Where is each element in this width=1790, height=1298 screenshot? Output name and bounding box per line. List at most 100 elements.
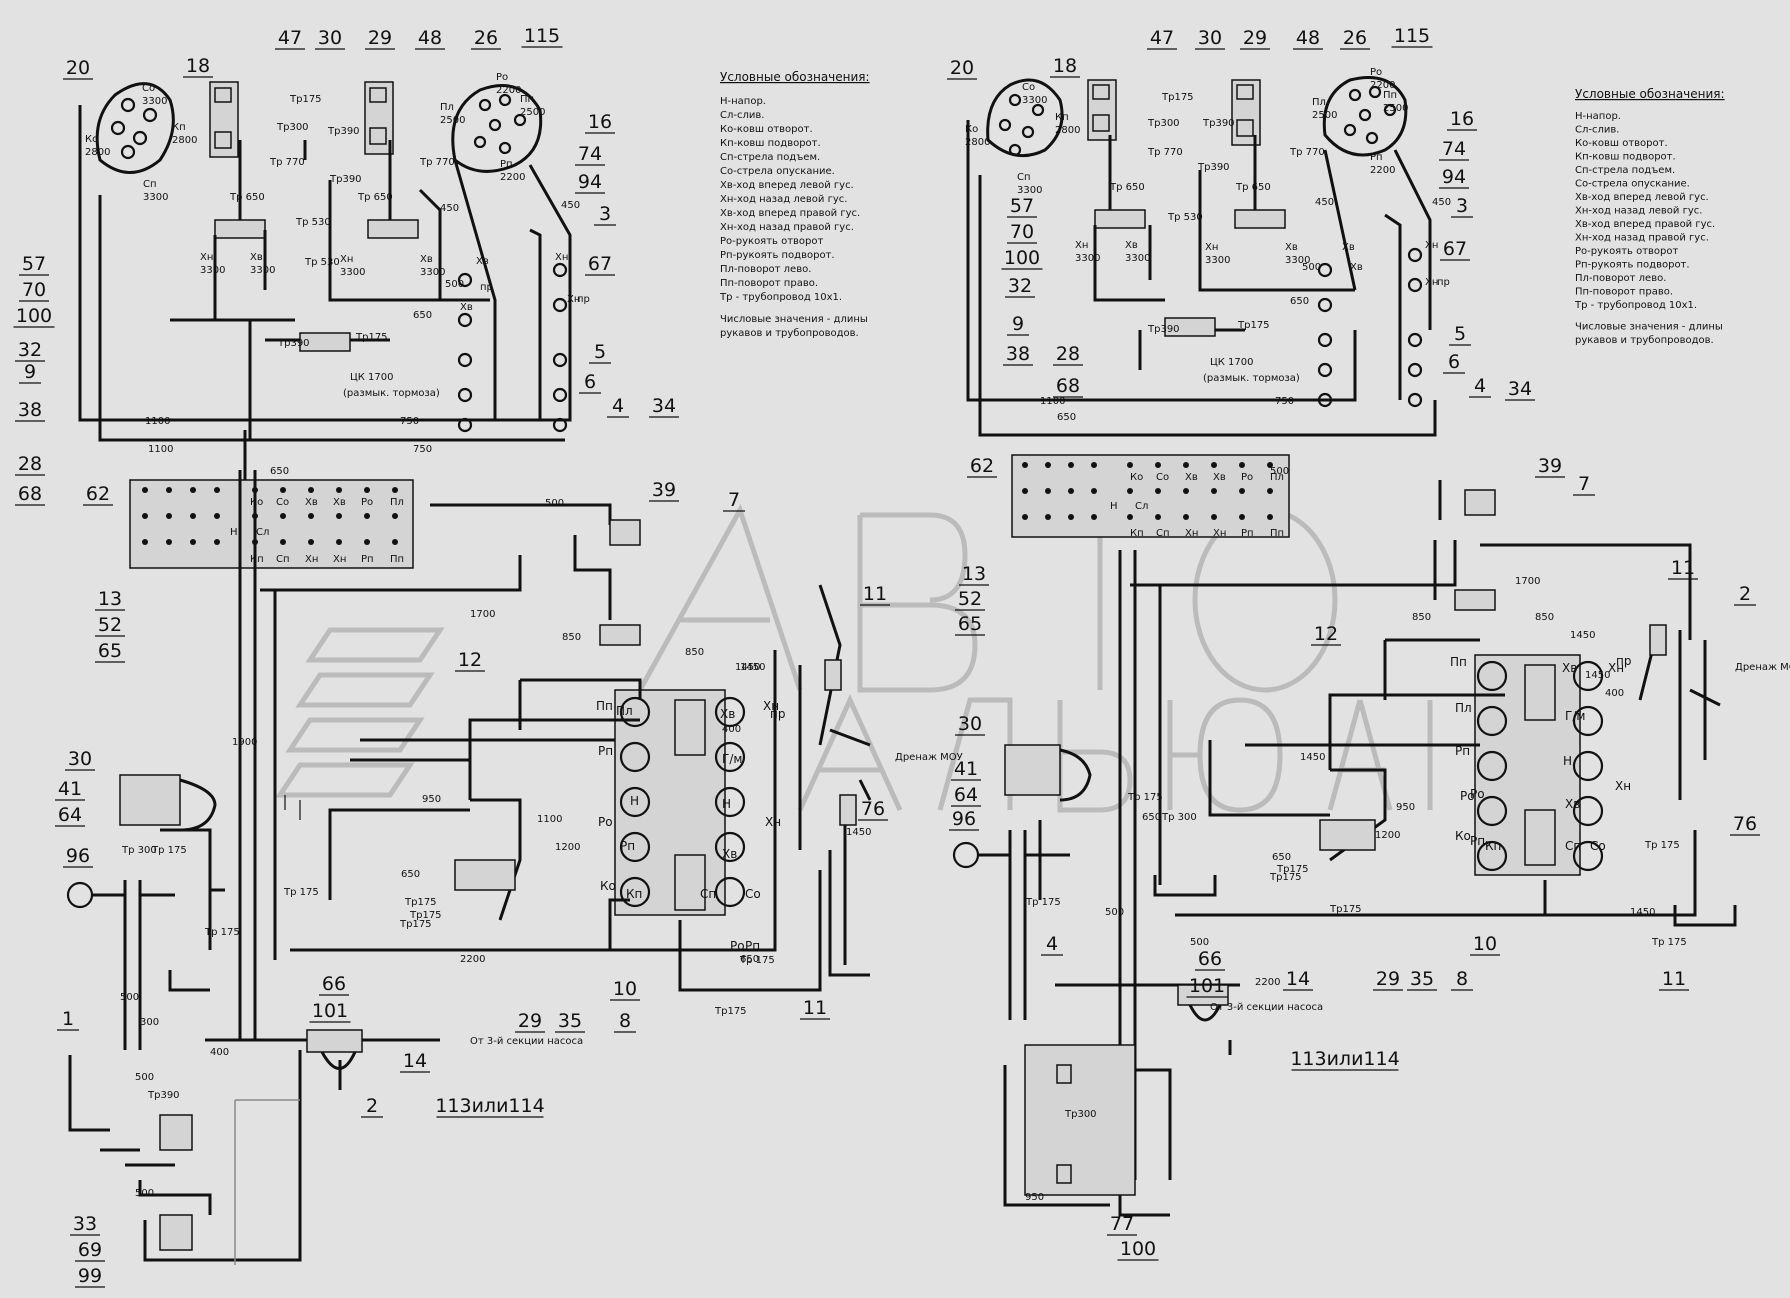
- port-block-left: [129, 479, 414, 569]
- left-callouts-label: 113или114: [435, 1095, 544, 1117]
- port-dot: [190, 487, 196, 493]
- left-valve-labels-label: Сп: [700, 887, 716, 901]
- left-dims-label: Тр 300: [121, 845, 157, 856]
- left-dims-label: Тр390: [329, 174, 362, 185]
- left-callouts-label: 94: [578, 171, 602, 193]
- port-dot: [364, 539, 370, 545]
- left-block-labels-label: Хв: [305, 497, 318, 508]
- left-callouts-label: 20: [66, 57, 90, 79]
- left-callouts-label: 14: [403, 1050, 427, 1072]
- left-callouts-label: 34: [652, 395, 676, 417]
- right-valve-labels-label: Ро: [1460, 789, 1475, 803]
- port-hole-right-5: [1317, 392, 1333, 408]
- port-hole-left-9: [552, 387, 568, 403]
- right-dims-label: 500: [1270, 466, 1289, 477]
- left-callouts-label: 100: [16, 305, 52, 327]
- left-dims-label: 650: [401, 869, 420, 880]
- main-valve-right-circles: [1476, 660, 1604, 872]
- right-callouts-label: 32: [1008, 275, 1032, 297]
- relief-valve-right: [1649, 624, 1667, 656]
- right-block-labels-label: Пл: [1270, 472, 1284, 483]
- port-dot: [1211, 462, 1217, 468]
- left-diagram: [66, 81, 872, 1265]
- port-dot: [214, 487, 220, 493]
- left-dims-label: 850: [685, 647, 704, 658]
- right-callouts-label: 29: [1376, 968, 1400, 990]
- right-dims-label: 1700: [1515, 576, 1540, 587]
- left-dims-label: Тр 650: [357, 192, 393, 203]
- port-dot: [1155, 488, 1161, 494]
- left-ports-label: Хн: [567, 294, 580, 305]
- port-dot: [1127, 462, 1133, 468]
- left-callouts-label: 99: [78, 1265, 102, 1287]
- right-valve-labels-label: Хв: [1565, 797, 1580, 811]
- port-dot: [308, 487, 314, 493]
- left-block-labels-label: Хн: [305, 554, 318, 565]
- left-callouts-label: 57: [22, 253, 46, 275]
- right-callouts-label: 52: [958, 588, 982, 610]
- left-ports-label: 2800: [85, 147, 110, 158]
- left-callouts-label: 101: [312, 1000, 348, 1022]
- watermark: [275, 503, 1433, 813]
- right-valve-labels-label: пр: [1616, 654, 1631, 668]
- port-dot: [1022, 488, 1028, 494]
- rotary-joint-right-b: [1322, 76, 1408, 157]
- valve-spool: [1572, 660, 1604, 692]
- hydraulic-tank-right: [1004, 744, 1061, 796]
- left-dims-label: 950: [422, 794, 441, 805]
- throttle-valve-left: [454, 859, 516, 891]
- valve-spool: [1476, 795, 1508, 827]
- left-dims-label: Тр390: [147, 1090, 180, 1101]
- left-ports-label: 3300: [340, 267, 365, 278]
- left-dims-label: Тр175: [714, 1006, 747, 1017]
- left-valve-labels-label: Н: [630, 794, 639, 808]
- right-dims-label: 850: [1412, 612, 1431, 623]
- left-callouts-label: 9: [24, 361, 36, 383]
- legend-right-title: Условные обозначения:: [1575, 87, 1725, 101]
- right-dims-label: Тр 770: [1289, 147, 1325, 158]
- legend-right-line: Числовые значения - длины: [1575, 322, 1723, 333]
- left-callouts-label: 29: [368, 27, 392, 49]
- right-dims-label: 1450: [1300, 752, 1325, 763]
- port-hole-right-4: [1317, 362, 1333, 378]
- right-ports-label: 2200: [1370, 80, 1395, 91]
- right-dims-label: 450: [1432, 197, 1451, 208]
- port-dot: [190, 539, 196, 545]
- port-hole-right-8: [1407, 332, 1423, 348]
- left-ports-label: Хв: [476, 256, 489, 267]
- left-notes-label: (размык. тормоза): [343, 388, 440, 399]
- legend-right-line: Кп-ковш подворот.: [1575, 152, 1676, 163]
- left-dims-label: 1450: [735, 662, 760, 673]
- left-callouts-label: 8: [619, 1010, 631, 1032]
- right-ports-label: Ко: [965, 124, 978, 135]
- left-callouts-label: 11: [863, 583, 887, 605]
- left-dims-label: 650: [740, 954, 759, 965]
- left-dims-label: 500: [445, 279, 464, 290]
- valve-spool: [714, 741, 746, 773]
- tank-lid-right: [1059, 748, 1092, 802]
- valve-spool: [714, 831, 746, 863]
- right-dims-label: 500: [1302, 262, 1321, 273]
- right-valve-labels-label: Рп: [1470, 834, 1485, 848]
- right-valve-labels-label: Со: [1590, 839, 1606, 853]
- port-dot: [1239, 462, 1245, 468]
- left-ports-label: пр: [577, 294, 590, 305]
- left-block-labels-label: Хн: [333, 554, 346, 565]
- left-dims-label: Тр 175: [739, 955, 775, 966]
- legend-right-line: Рп-рукоять подворот.: [1575, 260, 1690, 271]
- left-dims-label: Тр390: [277, 338, 310, 349]
- valve-spool: [1476, 750, 1508, 782]
- right-ports-label: 2500: [1383, 103, 1408, 114]
- right-callouts-label: 13: [962, 563, 986, 585]
- left-dims-label: Тр175: [404, 897, 437, 908]
- right-dims-label: 500: [1105, 907, 1124, 918]
- port-dot: [166, 513, 172, 519]
- right-callouts-label: 30: [958, 713, 982, 735]
- right-valve-labels-label: Сп: [1565, 839, 1581, 853]
- right-callouts-label: 67: [1443, 238, 1467, 260]
- legend-right-line: рукавов и трубопроводов.: [1575, 335, 1714, 346]
- right-valve-labels-label: Пл: [1455, 701, 1472, 715]
- left-valve-labels-label: пр: [770, 707, 785, 721]
